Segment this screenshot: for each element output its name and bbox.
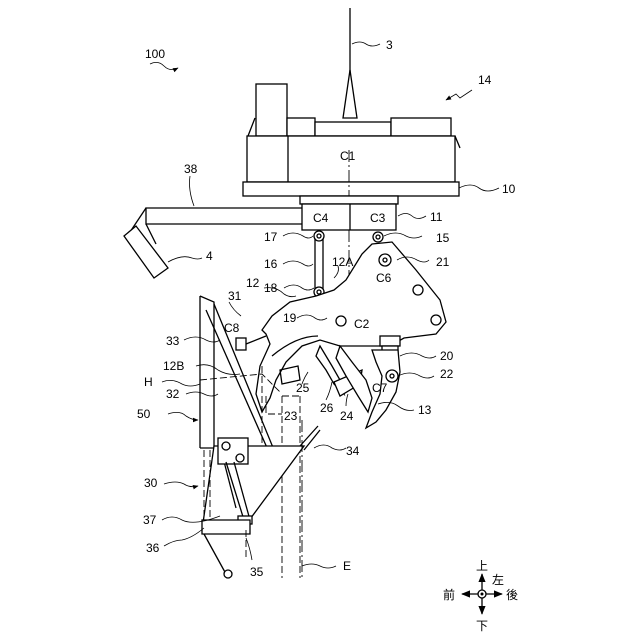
label-c7: C7: [372, 381, 388, 395]
label-r34: 34: [346, 444, 360, 458]
label-r25: 25: [296, 381, 310, 395]
label-r38: 38: [184, 162, 198, 176]
label-r30: 30: [144, 476, 158, 490]
label-r31: 31: [228, 289, 242, 303]
compass-back: 後: [506, 588, 518, 602]
label-c8: C8: [224, 321, 240, 335]
label-r22: 22: [440, 367, 454, 381]
label-r13: 13: [418, 403, 432, 417]
label-r20: 20: [440, 349, 454, 363]
label-r14: 14: [478, 73, 492, 87]
label-r32: 32: [166, 387, 180, 401]
label-c2: C2: [354, 317, 370, 331]
orientation-compass: 上 左 前 後 下: [443, 559, 518, 633]
compass-front: 前: [443, 587, 455, 602]
label-r19: 19: [283, 311, 297, 325]
label-r24: 24: [340, 409, 354, 423]
label-r37: 37: [143, 513, 157, 527]
assembly-reference: 100: [145, 47, 178, 70]
label-r10: 10: [502, 182, 516, 196]
label-re: E: [343, 559, 351, 573]
label-c4: C4: [313, 211, 329, 225]
label-r3: 3: [386, 38, 393, 52]
label-r12a: 12A: [332, 255, 353, 269]
label-r36: 36: [146, 541, 160, 555]
gripping-mechanism-30: 34 30 37 36 35: [143, 426, 360, 579]
hoist-wire: 3: [343, 8, 393, 118]
claws: 25 26 24: [296, 346, 372, 423]
label-r21: 21: [436, 255, 450, 269]
upper-body: 14 C1: [247, 73, 492, 182]
label-r11: 11: [430, 210, 443, 224]
label-r16: 16: [264, 257, 278, 271]
label-r12: 12: [246, 276, 260, 290]
label-r23: 23: [284, 409, 298, 423]
label-r35: 35: [250, 565, 264, 579]
label-r50: 50: [137, 407, 151, 421]
label-r4: 4: [206, 249, 213, 263]
label-r12b: 12B: [163, 359, 184, 373]
label-c3: C3: [370, 211, 386, 225]
label-rh: H: [144, 375, 153, 389]
label-c1: C1: [340, 149, 356, 163]
bracket: C4 C3 11: [300, 196, 443, 230]
hook-13: 20 C7 22 13: [366, 336, 454, 428]
label-r17: 17: [264, 230, 278, 244]
compass-up: 上: [476, 559, 488, 573]
label-assembly_ref: 100: [145, 47, 165, 61]
label-r15: 15: [436, 231, 450, 245]
compass-left: 左: [492, 572, 504, 587]
rotating-plate: 10: [243, 182, 516, 196]
label-c6: C6: [376, 271, 392, 285]
compass-down: 下: [476, 619, 488, 633]
label-r33: 33: [166, 334, 180, 348]
label-r26: 26: [320, 401, 334, 415]
